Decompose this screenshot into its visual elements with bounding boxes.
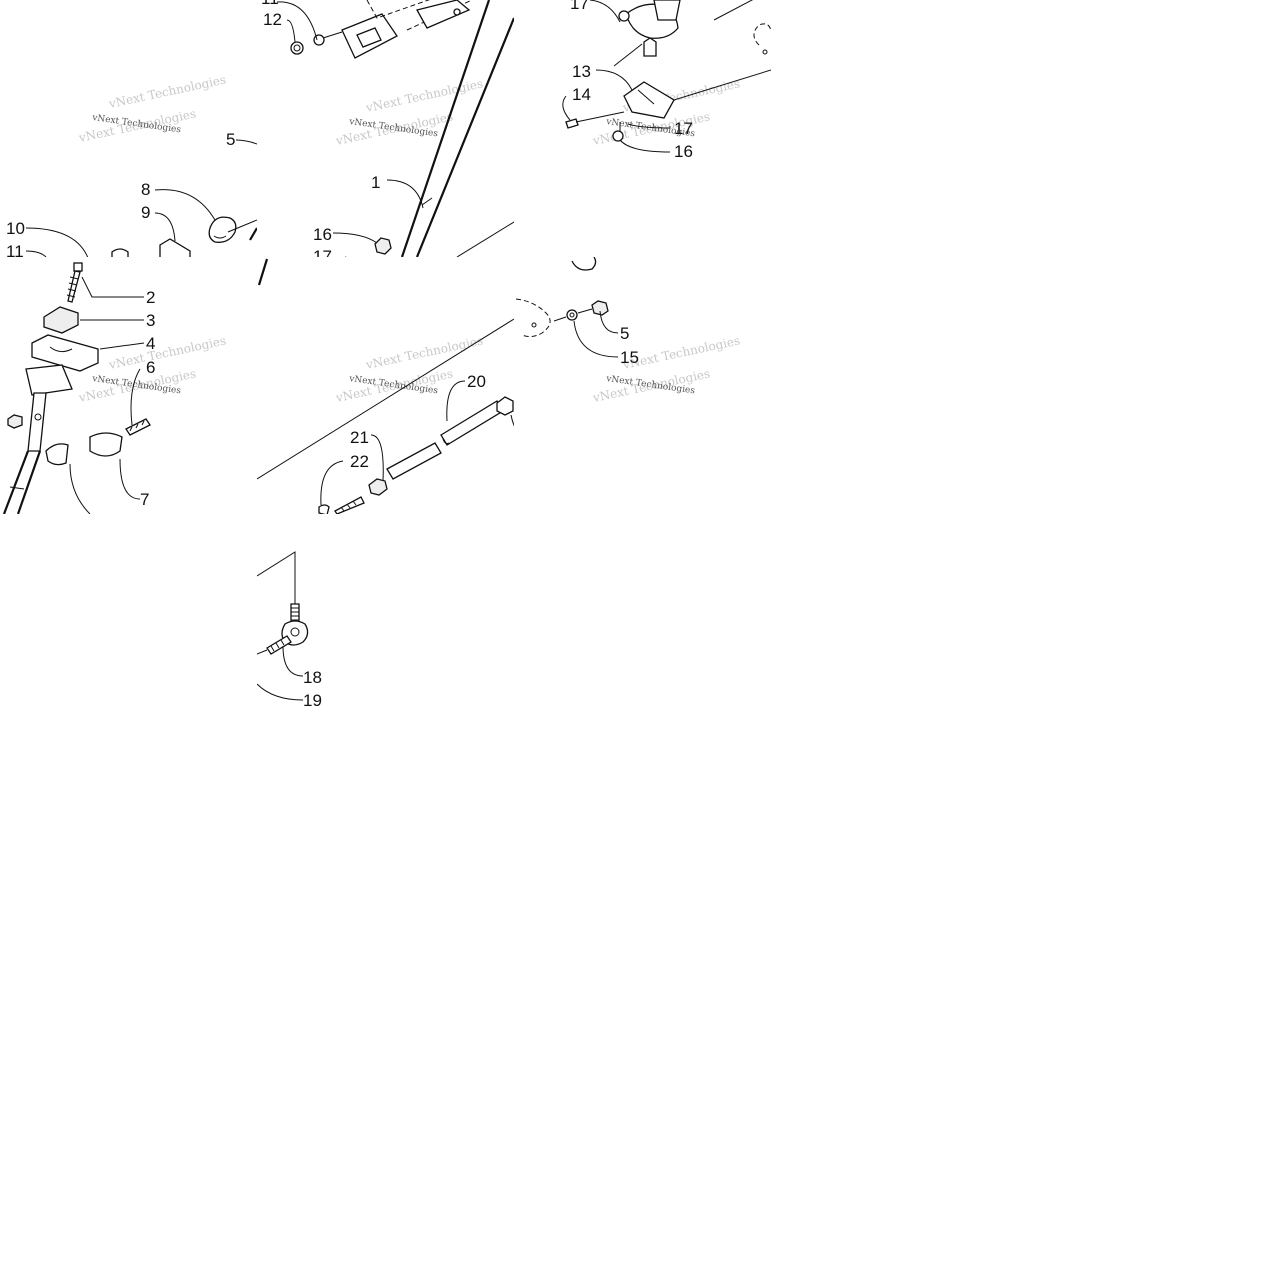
diagram-tile-center-bottom: 18 19 [257, 514, 514, 771]
diagram-tile-left-middle: vNext Technologies vNext Technologies vN… [0, 0, 257, 257]
watermark: vNext Technologies vNext Technologies vN… [591, 333, 741, 405]
callout-1: 1 [371, 173, 380, 192]
diagram-tile-right-lower: vNext Technologies vNext Technologies vN… [514, 257, 771, 514]
watermark: vNext Technologies vNext Technologies vN… [77, 72, 227, 145]
callout-7: 7 [140, 490, 149, 509]
tile-left-lower-drawing: vNext Technologies vNext Technologies vN… [2, 262, 227, 514]
part-18-tie-rod-end [266, 603, 309, 655]
tile-right-lower-drawing: vNext Technologies vNext Technologies vN… [515, 257, 741, 405]
callout-2: 2 [146, 288, 155, 307]
callout-16: 16 [313, 225, 332, 244]
part-22-threaded-rod [334, 496, 365, 514]
diagram-tile-center-top: vNext Technologies vNext Technologies vN… [257, 0, 514, 257]
part-14-bolt [565, 118, 579, 129]
part-16-nut [374, 237, 392, 255]
callout-17-top: 17 [570, 0, 589, 13]
part-3-block [43, 306, 79, 334]
tile-right-top-drawing: vNext Technologies vNext Technologies vN… [562, 0, 771, 161]
tile-center-bottom-drawing: 18 19 [257, 551, 322, 710]
callout-16-right: 16 [674, 142, 693, 161]
svg-text:vNext Technologies: vNext Technologies [364, 333, 484, 372]
callout-21: 21 [350, 428, 369, 447]
callout-12: 12 [263, 10, 282, 29]
callout-17-right: 17 [674, 119, 693, 138]
part-4-clamp [31, 334, 99, 372]
svg-text:vNext Technologies: vNext Technologies [364, 76, 484, 115]
tile-center-lower-drawing: vNext Technologies vNext Technologies vN… [257, 258, 514, 514]
part-6-bolt [125, 418, 151, 436]
callout-8: 8 [141, 180, 150, 199]
part-11-bracket [341, 0, 473, 59]
callout-14: 14 [572, 85, 591, 104]
diagram-tile-right-top: vNext Technologies vNext Technologies vN… [514, 0, 771, 257]
part-5-nut [591, 300, 609, 316]
callout-3: 3 [146, 311, 155, 330]
callout-17: 17 [313, 247, 332, 257]
callout-11-top: 11 [261, 0, 279, 8]
tile-left-middle-drawing: vNext Technologies vNext Technologies vN… [6, 72, 257, 257]
callout-5: 5 [226, 130, 235, 149]
part-20-tube [440, 400, 504, 446]
part-1-steering-post [400, 0, 491, 257]
part-7-clamp [89, 432, 123, 457]
part-12-nut [290, 41, 304, 55]
part-15-washer [566, 309, 578, 321]
callout-18: 18 [303, 668, 322, 687]
callout-9: 9 [141, 203, 150, 222]
callout-20: 20 [467, 372, 486, 391]
callout-11: 11 [6, 242, 24, 257]
part-16-nut-right [612, 130, 624, 142]
callout-19: 19 [303, 691, 322, 710]
callout-10: 10 [6, 219, 25, 238]
tile-center-top-drawing: vNext Technologies vNext Technologies vN… [261, 0, 514, 257]
part-2-bolt [66, 262, 83, 303]
svg-text:vNext Technologies: vNext Technologies [107, 333, 227, 372]
callout-15: 15 [620, 348, 639, 367]
callout-13: 13 [572, 62, 591, 81]
callout-22: 22 [350, 452, 369, 471]
part-9-bracket [159, 238, 191, 257]
upper-steering-clamp [613, 0, 754, 67]
diagram-tile-left-lower: vNext Technologies vNext Technologies vN… [0, 257, 257, 514]
frame-outline [515, 298, 551, 338]
diagram-tile-center-lower: vNext Technologies vNext Technologies vN… [257, 257, 514, 514]
part-21-tube [386, 442, 442, 480]
callout-4: 4 [146, 334, 155, 353]
part-21-nut [368, 478, 388, 496]
watermark: vNext Technologies vNext Technologies vN… [334, 76, 484, 148]
part-8-cap [208, 216, 237, 243]
callout-5-right: 5 [620, 324, 629, 343]
watermark: vNext Technologies vNext Technologies vN… [334, 333, 484, 405]
callout-6: 6 [146, 358, 155, 377]
svg-text:vNext Technologies: vNext Technologies [107, 72, 227, 111]
steering-column [2, 364, 73, 514]
